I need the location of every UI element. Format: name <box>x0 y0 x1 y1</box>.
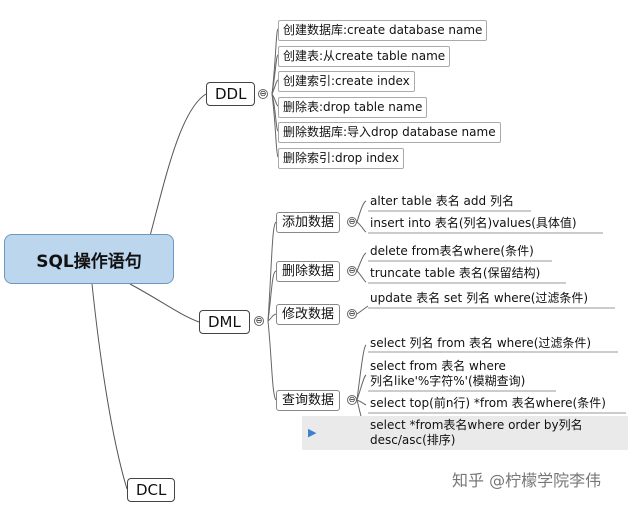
ddl-item[interactable]: 创建索引:create index <box>278 71 415 92</box>
dml-group-delete[interactable]: 删除数据 <box>276 261 341 282</box>
ddl-item[interactable]: 创建表:从create table name <box>278 46 451 67</box>
dml-item[interactable]: select top(前n行) *from 表名where(条件) <box>370 396 606 410</box>
dml-group-query[interactable]: 查询数据 <box>276 390 341 411</box>
ddl-item[interactable]: 删除数据库:导入drop database name <box>278 122 501 143</box>
dml-group-update[interactable]: 修改数据 <box>276 304 341 325</box>
play-arrow-icon: ▶ <box>308 426 317 439</box>
collapse-icon[interactable]: ⊖ <box>258 89 268 99</box>
root-node[interactable]: SQL操作语句 <box>4 234 174 284</box>
collapse-icon[interactable]: ⊖ <box>254 316 264 326</box>
dml-item[interactable]: delete from表名where(条件) <box>370 244 534 258</box>
dml-item[interactable]: truncate table 表名(保留结构) <box>370 266 541 280</box>
collapse-icon[interactable]: ⊖ <box>347 309 357 319</box>
collapse-icon[interactable]: ⊖ <box>347 217 357 227</box>
dml-item[interactable]: select from 表名 where <box>370 359 506 373</box>
dml-item-selected[interactable]: select *from表名where order by列名 <box>370 418 583 432</box>
dml-item[interactable]: update 表名 set 列名 where(过滤条件) <box>370 291 589 305</box>
dml-item[interactable]: select 列名 from 表名 where(过滤条件) <box>370 336 592 350</box>
ddl-item[interactable]: 删除表:drop table name <box>278 97 428 118</box>
dml-group-add[interactable]: 添加数据 <box>276 212 341 233</box>
dcl-node[interactable]: DCL <box>127 478 176 502</box>
selected-item-highlight[interactable] <box>302 416 628 450</box>
dml-item-selected[interactable]: desc/asc(排序) <box>370 433 456 447</box>
watermark: 知乎 @柠檬学院李伟 <box>452 471 602 490</box>
ddl-item[interactable]: 创建数据库:create database name <box>278 20 488 41</box>
collapse-icon[interactable]: ⊖ <box>347 395 357 405</box>
dml-item[interactable]: 列名like'%字符%'(模糊查询) <box>370 374 526 388</box>
dml-item[interactable]: insert into 表名(列名)values(具体值) <box>370 216 577 230</box>
ddl-node[interactable]: DDL <box>206 82 256 106</box>
ddl-item[interactable]: 删除索引:drop index <box>278 148 404 169</box>
dml-node[interactable]: DML <box>199 310 250 334</box>
dml-item[interactable]: alter table 表名 add 列名 <box>370 194 514 208</box>
collapse-icon[interactable]: ⊖ <box>347 266 357 276</box>
